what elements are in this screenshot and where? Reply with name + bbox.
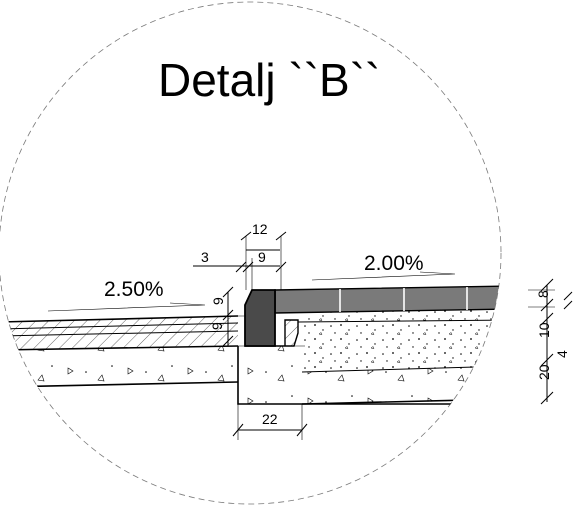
section-drawing: [0, 285, 501, 405]
slope-left-arrow: [47, 302, 206, 312]
right-subbase-layer: [302, 366, 501, 404]
detail-boundary: [0, 1, 502, 505]
dim-base-width: 22: [262, 411, 278, 427]
dim-right-layer-2: 10: [536, 322, 552, 338]
right-base-layer: [298, 320, 501, 372]
slope-left: 2.50%: [104, 278, 164, 301]
dim-right-layer-4: 20: [536, 364, 552, 380]
dim-top-width: 12: [252, 221, 268, 237]
dim-curb-upper: 9: [210, 297, 226, 305]
left-base-layer: [0, 346, 238, 387]
top-dimensions: [193, 231, 287, 290]
curb-height-dimensions: [222, 286, 246, 347]
slope-right: 2.00%: [364, 252, 424, 275]
curb-foundation: [238, 346, 302, 404]
dim-right-layer-3: 4: [554, 350, 570, 358]
paving-blocks: [274, 285, 501, 314]
detail-title: Detalj ``B``: [158, 54, 380, 106]
dim-offset: 3: [201, 249, 209, 265]
curb-stone: [244, 289, 276, 347]
slope-right-arrow: [311, 271, 456, 281]
dim-curb-lower: 9: [209, 322, 225, 330]
dim-inner-width: 9: [258, 249, 266, 265]
bottom-dimension: [232, 404, 308, 440]
dim-right-layer-1: 8: [535, 290, 551, 298]
right-dimensions: [528, 278, 573, 405]
